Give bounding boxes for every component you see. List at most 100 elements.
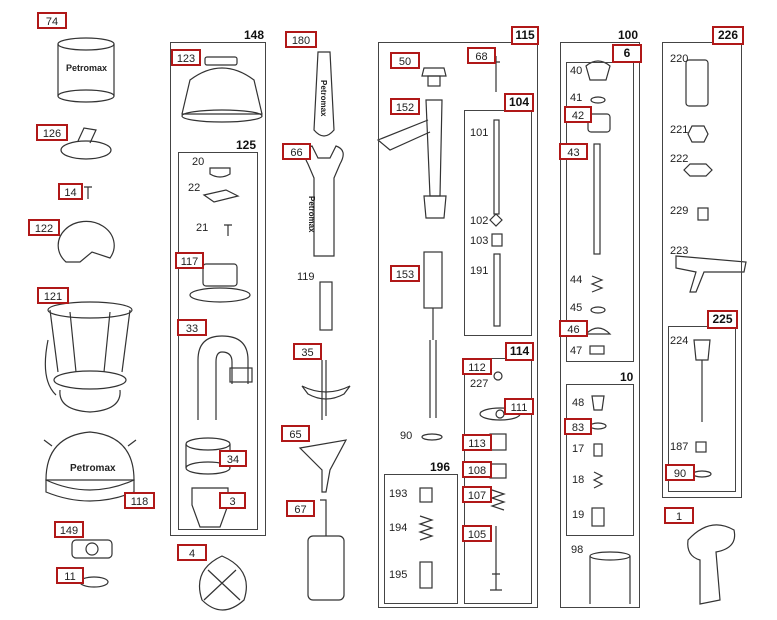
group-label-100: 100 bbox=[618, 28, 639, 42]
part-label-152[interactable]: 152 bbox=[390, 98, 420, 115]
part-label-149[interactable]: 149 bbox=[54, 521, 84, 538]
part-number-102: 102 bbox=[470, 215, 489, 227]
part-label-42[interactable]: 42 bbox=[564, 106, 592, 123]
part-label-118[interactable]: 118 bbox=[124, 492, 155, 509]
part-label-90b[interactable]: 90 bbox=[665, 464, 695, 481]
screw-part-14 bbox=[84, 186, 92, 199]
group-frame-226 bbox=[662, 42, 742, 498]
part-label-108[interactable]: 108 bbox=[462, 461, 492, 478]
spindle-part-105 bbox=[490, 526, 502, 591]
hood-part-123 bbox=[181, 56, 263, 123]
part-number-98: 98 bbox=[571, 544, 584, 556]
brand-text-glass: Petromax bbox=[66, 63, 108, 73]
group-frame-114 bbox=[464, 358, 532, 604]
group-frame-10 bbox=[566, 384, 634, 536]
part-label-50[interactable]: 50 bbox=[390, 52, 420, 69]
part-102 bbox=[489, 213, 503, 227]
part-22 bbox=[202, 189, 240, 203]
part-label-33[interactable]: 33 bbox=[177, 319, 207, 336]
part-label-66[interactable]: 66 bbox=[282, 143, 311, 160]
group-frame-115 bbox=[378, 42, 538, 608]
part-label-117[interactable]: 117 bbox=[175, 252, 204, 269]
sleeve-part-220 bbox=[685, 59, 709, 107]
brand-text-tank: Petromax bbox=[70, 463, 116, 474]
part-label-34[interactable]: 34 bbox=[219, 450, 247, 467]
part-number-224: 224 bbox=[670, 335, 689, 347]
tool-part-180 bbox=[313, 51, 335, 137]
part-number-221: 221 bbox=[670, 124, 689, 136]
part-label-11[interactable]: 11 bbox=[56, 567, 84, 584]
part-label-65[interactable]: 65 bbox=[281, 425, 310, 442]
part-number-119: 119 bbox=[297, 271, 315, 283]
part-label-4[interactable]: 4 bbox=[177, 544, 207, 561]
part-label-67[interactable]: 67 bbox=[286, 500, 315, 517]
part-number-22: 22 bbox=[188, 182, 201, 194]
part-117 bbox=[189, 263, 251, 303]
part-label-105[interactable]: 105 bbox=[462, 525, 492, 542]
part-label-121[interactable]: 121 bbox=[37, 287, 69, 304]
part-number-18: 18 bbox=[572, 474, 585, 486]
part-47 bbox=[589, 345, 605, 355]
part-48 bbox=[591, 395, 605, 411]
brand-text-wrench: Petromax bbox=[307, 196, 316, 233]
part-label-14[interactable]: 14 bbox=[58, 183, 83, 200]
part-number-44: 44 bbox=[570, 274, 583, 286]
pipe-part-33 bbox=[197, 335, 253, 420]
part-label-112[interactable]: 112 bbox=[462, 358, 492, 375]
ring-part-112 bbox=[493, 371, 503, 381]
part-number-227: 227 bbox=[470, 378, 489, 390]
part-193 bbox=[419, 487, 433, 503]
part-label-83[interactable]: 83 bbox=[564, 418, 592, 435]
part-number-223: 223 bbox=[670, 245, 689, 257]
part-number-20: 20 bbox=[192, 156, 205, 168]
washer-part-45 bbox=[590, 306, 606, 314]
part-number-21: 21 bbox=[196, 222, 209, 234]
group-frame-104 bbox=[464, 110, 532, 336]
part-number-90a: 90 bbox=[400, 430, 413, 442]
container-part-98 bbox=[589, 551, 631, 604]
part-46 bbox=[584, 327, 612, 335]
part-number-191: 191 bbox=[470, 265, 489, 277]
nozzle-part-3 bbox=[191, 487, 229, 528]
group-label-196: 196 bbox=[430, 460, 451, 474]
part-label-43[interactable]: 43 bbox=[559, 143, 588, 160]
part-103 bbox=[491, 233, 503, 247]
rod-part-191 bbox=[493, 253, 501, 327]
group-label-148: 148 bbox=[244, 28, 265, 42]
part-number-101: 101 bbox=[470, 127, 489, 139]
part-label-74[interactable]: 74 bbox=[37, 12, 67, 29]
part-number-222: 222 bbox=[670, 153, 689, 165]
part-number-103: 103 bbox=[470, 235, 489, 247]
part-label-35[interactable]: 35 bbox=[293, 343, 322, 360]
part-195 bbox=[419, 561, 433, 589]
nut-part-222 bbox=[683, 163, 713, 177]
group-label-6: 6 bbox=[612, 44, 642, 63]
group-frame-225 bbox=[668, 326, 736, 492]
part-label-122[interactable]: 122 bbox=[28, 219, 60, 236]
cleaner-part-35 bbox=[301, 360, 351, 420]
part-label-3[interactable]: 3 bbox=[219, 492, 246, 509]
part-17 bbox=[593, 443, 603, 457]
part-label-1[interactable]: 1 bbox=[664, 507, 694, 524]
part-label-46[interactable]: 46 bbox=[559, 320, 588, 337]
group-label-114: 114 bbox=[505, 342, 534, 361]
spring-part-194 bbox=[418, 515, 434, 541]
part-label-68[interactable]: 68 bbox=[467, 47, 496, 64]
mantle-part-4 bbox=[198, 555, 247, 611]
part-label-126[interactable]: 126 bbox=[36, 124, 68, 141]
part-number-40: 40 bbox=[570, 65, 583, 77]
pin-part-119 bbox=[319, 281, 333, 331]
part-label-153[interactable]: 153 bbox=[390, 265, 420, 282]
part-label-180[interactable]: 180 bbox=[285, 31, 317, 48]
group-label-10: 10 bbox=[620, 370, 634, 384]
part-number-195: 195 bbox=[389, 569, 408, 581]
group-label-225: 225 bbox=[707, 310, 738, 329]
disc-part-126 bbox=[60, 127, 112, 160]
part-label-113[interactable]: 113 bbox=[462, 434, 492, 451]
part-label-107[interactable]: 107 bbox=[462, 486, 492, 503]
clip-part-1 bbox=[687, 524, 736, 605]
part-label-111[interactable]: 111 bbox=[504, 398, 534, 415]
group-label-125: 125 bbox=[236, 138, 257, 152]
part-label-123[interactable]: 123 bbox=[171, 49, 201, 66]
part-number-187: 187 bbox=[670, 441, 689, 453]
